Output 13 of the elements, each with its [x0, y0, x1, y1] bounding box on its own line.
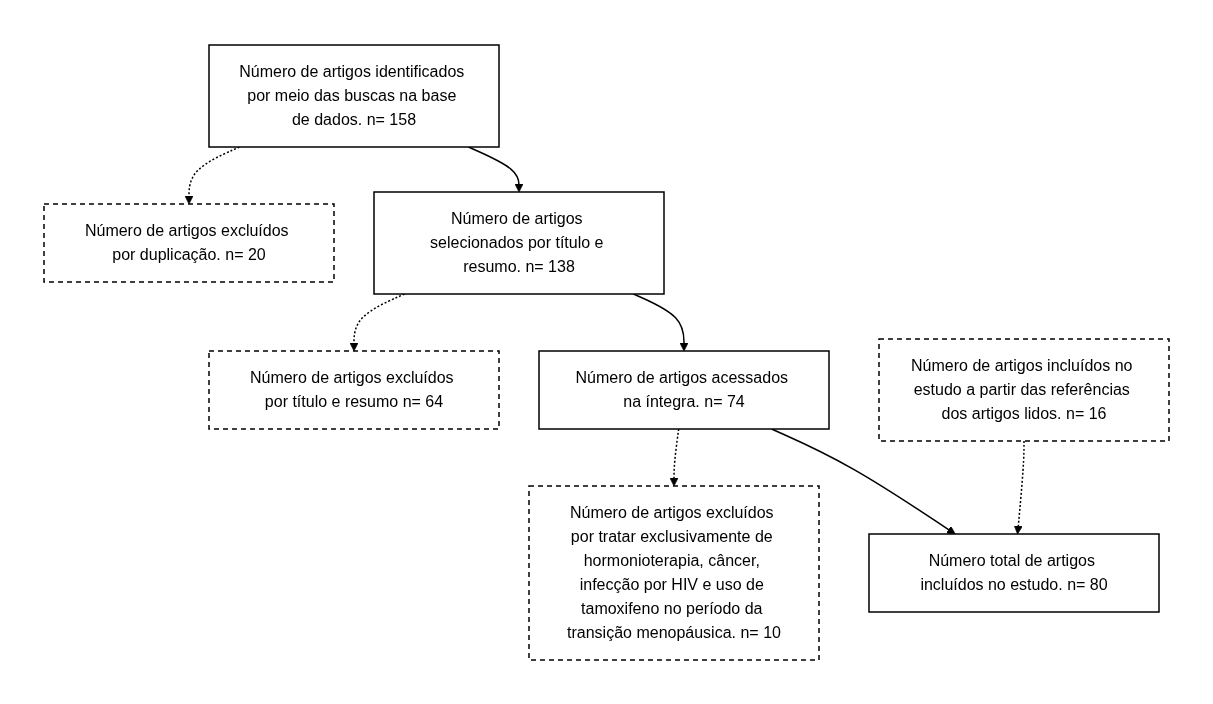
arrow	[467, 145, 524, 192]
node-box: Número total de artigos incluídos no estudo. n= 80	[868, 532, 1160, 613]
node-box: Número de artigos excluídos por duplicação. n= 20	[43, 202, 335, 283]
arrow	[669, 427, 680, 486]
arrow	[770, 427, 956, 534]
node-box: Número de artigos excluídos por título e resumo n= 64	[208, 349, 500, 430]
arrow	[1013, 439, 1025, 534]
arrow	[632, 292, 689, 351]
node-box: Número de artigos incluídos no estudo a partir das referências dos artigos lidos. n= 16	[878, 337, 1170, 442]
node-box: Número de artigos acessados na íntegra. n= 74	[538, 349, 830, 430]
node-box: Número de artigos identificados por meio das buscas na base de dados. n= 158	[208, 43, 500, 148]
node-box: Número de artigos excluídos por tratar exclusivamente de hormonioterapia, câncer, infecção por HIV e uso de tamoxifeno no período da transição menopáusica. n= 10	[528, 484, 820, 661]
node-box: Número de artigos selecionados por título e resumo. n= 138	[373, 190, 665, 295]
